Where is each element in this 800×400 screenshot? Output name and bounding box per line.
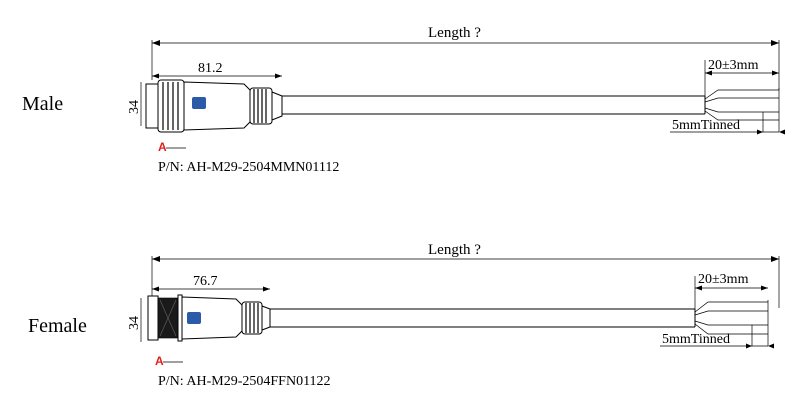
male-cable bbox=[282, 95, 706, 115]
female-cable bbox=[270, 308, 696, 328]
male-part-number: P/N: AH-M29-2504MMN01112 bbox=[158, 160, 339, 175]
female-length-dimension: Length ? bbox=[151, 242, 780, 308]
female-wires bbox=[694, 300, 769, 346]
male-connector-length: 81.2 bbox=[198, 61, 223, 76]
male-length-dimension: Length ? bbox=[151, 25, 780, 90]
male-assembly: Male Length ? 81.2 34 bbox=[22, 25, 785, 175]
female-logo-icon bbox=[187, 312, 201, 324]
female-strip-length: 20±3mm bbox=[698, 272, 749, 287]
male-strip-dimension: 20±3mm bbox=[704, 58, 779, 96]
male-tinned-dimension: 5mmTinned bbox=[670, 112, 785, 135]
male-tinned-label: 5mmTinned bbox=[672, 118, 740, 133]
female-connector-length: 76.7 bbox=[193, 274, 218, 289]
female-part-number: P/N: AH-M29-2504FFN01122 bbox=[158, 374, 331, 389]
female-marker: A bbox=[155, 354, 164, 368]
female-tinned-label: 5mmTinned bbox=[662, 332, 730, 347]
female-height: 34 bbox=[127, 316, 142, 330]
male-length-label: Length ? bbox=[428, 25, 481, 41]
female-strip-dimension: 20±3mm bbox=[694, 272, 768, 309]
female-tinned-dimension: 5mmTinned bbox=[660, 325, 774, 349]
male-connector bbox=[145, 79, 283, 133]
male-logo-icon bbox=[192, 97, 206, 109]
female-connector bbox=[147, 294, 271, 342]
male-height-dimension: 34 bbox=[127, 82, 142, 126]
male-strip-length: 20±3mm bbox=[708, 58, 759, 73]
male-connector-dimension: 81.2 bbox=[152, 61, 282, 79]
male-marker: A bbox=[158, 140, 167, 154]
female-connector-dimension: 76.7 bbox=[152, 274, 270, 292]
male-label: Male bbox=[22, 93, 63, 115]
male-height: 34 bbox=[127, 100, 142, 114]
male-wires bbox=[704, 88, 780, 132]
female-height-dimension: 34 bbox=[127, 298, 142, 342]
female-length-label: Length ? bbox=[428, 242, 481, 258]
female-assembly: Female Length ? 76.7 34 bbox=[28, 242, 780, 389]
female-label: Female bbox=[28, 315, 87, 337]
